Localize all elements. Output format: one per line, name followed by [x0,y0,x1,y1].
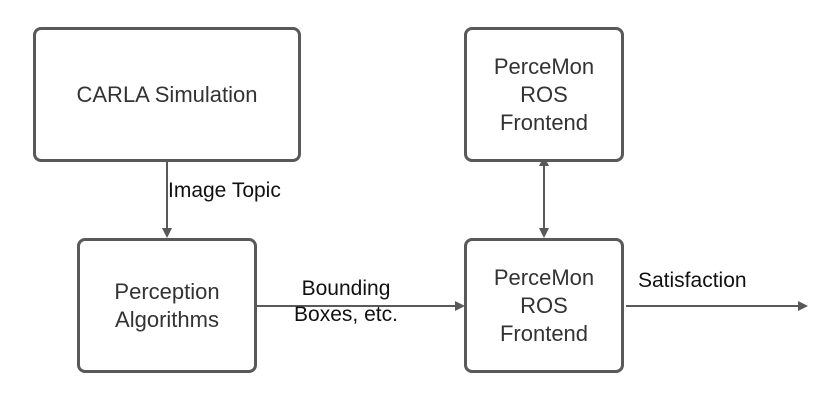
node-percemon-ros-frontend-top: PerceMon ROS Frontend [464,27,624,162]
edge-label-bounding-boxes: Bounding Boxes, etc. [294,277,398,326]
edge-label-satisfaction: Satisfaction [638,269,747,292]
edge-label-image-topic: Image Topic [168,179,281,202]
node-percemon-ros-frontend-bottom-label: PerceMon ROS Frontend [493,264,595,346]
node-percemon-ros-frontend-top-label: PerceMon ROS Frontend [493,53,595,135]
node-perception-algorithms: Perception Algorithms [77,238,257,373]
node-carla-simulation-label: CARLA Simulation [76,81,258,107]
node-perception-algorithms-label: Perception Algorithms [114,278,220,332]
node-percemon-ros-frontend-bottom: PerceMon ROS Frontend [464,238,624,373]
node-carla-simulation: CARLA Simulation [33,27,301,162]
